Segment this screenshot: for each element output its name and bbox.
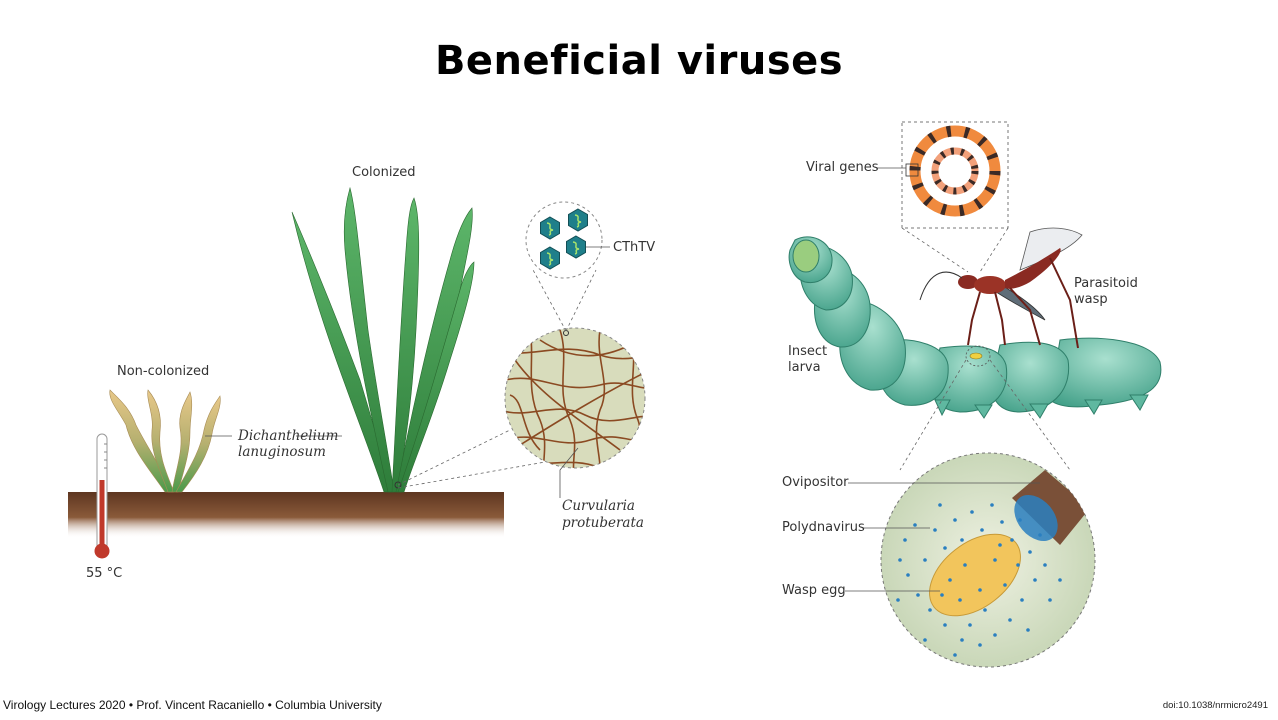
virus-particle-icon xyxy=(568,208,588,232)
ovipositor-magnification xyxy=(880,452,1096,668)
label-wasp-1: Parasitoid xyxy=(1074,276,1138,291)
label-colonized: Colonized xyxy=(352,165,416,180)
label-wasp-2: wasp xyxy=(1074,292,1108,307)
virus-particle-icon xyxy=(540,216,560,240)
larva-legs xyxy=(934,394,1149,419)
label-plant-species-2: lanuginosum xyxy=(238,444,326,460)
plant-panel xyxy=(68,186,646,559)
slide-title: Beneficial viruses xyxy=(434,38,844,84)
virus-particle-icon xyxy=(566,235,586,259)
parasitoid-wasp xyxy=(919,227,1083,349)
label-wasp-egg: Wasp egg xyxy=(782,583,846,598)
footer-credit: Virology Lectures 2020 • Prof. Vincent R… xyxy=(3,698,382,712)
wasp-egg xyxy=(929,533,1021,617)
label-non-colonized: Non-colonized xyxy=(117,364,210,379)
label-plant-species-1: Dichanthelium xyxy=(238,428,339,444)
label-polydnavirus: Polydnavirus xyxy=(782,520,865,535)
label-fungus-1: Curvularia xyxy=(562,498,635,514)
larva-head xyxy=(792,239,820,273)
polydnavirus-particles xyxy=(896,503,1062,657)
non-colonized-plant xyxy=(109,389,221,493)
soil-strip xyxy=(68,492,504,538)
wasp-panel xyxy=(788,121,1162,668)
colonized-plant xyxy=(291,186,475,493)
label-larva-1: Insect xyxy=(788,344,828,359)
viral-genes-ring-icon xyxy=(905,125,1001,217)
label-fungus-2: protuberata xyxy=(562,515,644,531)
label-larva-2: larva xyxy=(788,360,821,375)
hyphae-network xyxy=(505,329,645,468)
thermometer-icon xyxy=(94,433,110,559)
viral-genes-box xyxy=(901,121,1009,229)
fungus-magnification xyxy=(504,327,646,469)
virus-particle-icon xyxy=(540,246,560,270)
label-viral-genes: Viral genes xyxy=(806,160,879,175)
label-cthtv: CThTV xyxy=(613,240,656,255)
ovipositor xyxy=(1012,470,1090,545)
cthtv-virus-magnification xyxy=(525,201,603,279)
footer-doi: doi:10.1038/nrmicro2491 xyxy=(1162,700,1268,711)
label-temperature: 55 °C xyxy=(86,566,123,581)
insect-larva xyxy=(788,236,1162,413)
label-ovipositor: Ovipositor xyxy=(782,475,849,490)
